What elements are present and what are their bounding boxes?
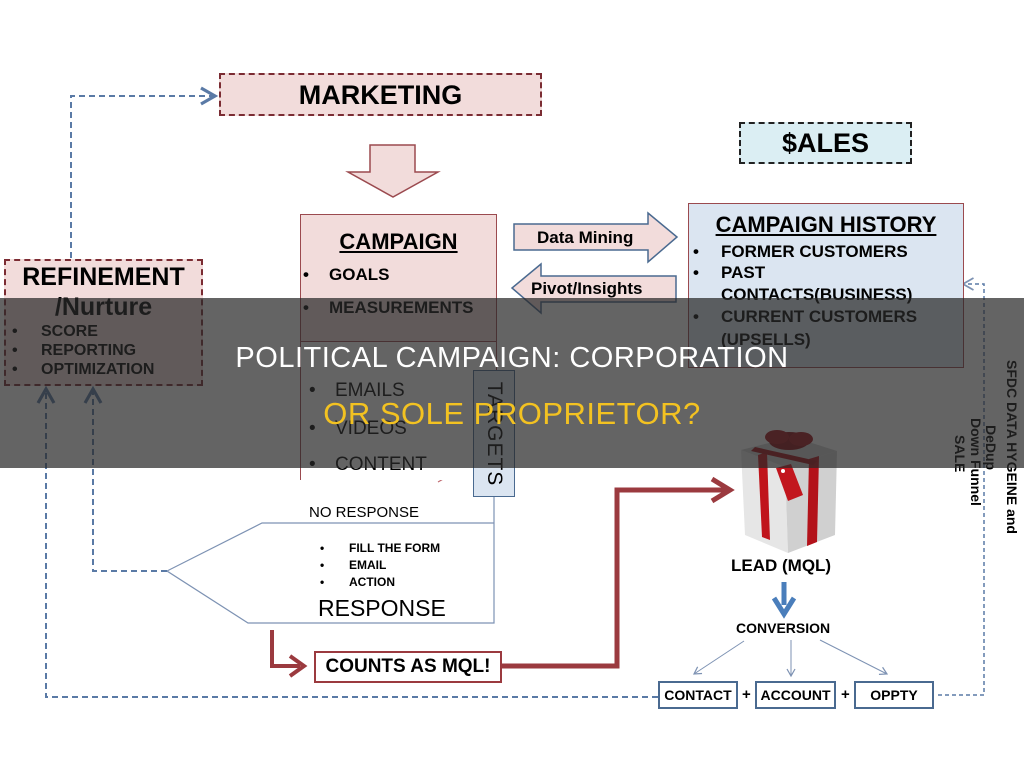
account-box: ACCOUNT [755,681,836,709]
no-response-label: NO RESPONSE [309,504,420,521]
pivot-insights-label: Pivot/Insights [531,279,643,298]
response-action: FILL THE FORM [349,541,441,555]
overlay-title-line1: POLITICAL CAMPAIGN: CORPORATION [235,342,789,374]
counts-as-mql-box: COUNTS AS MQL! [314,651,502,683]
response-label: RESPONSE [318,595,446,621]
conversion-label: CONVERSION [736,620,831,636]
overlay-title-line2: OR SOLE PROPRIETOR? [323,396,701,431]
bullet-icon: • [320,558,325,572]
bullet-icon: • [320,541,325,555]
contact-box: CONTACT [658,681,738,709]
plus-sign: + [742,686,751,703]
lead-mql-label: LEAD (MQL) [731,556,832,575]
bullet-icon: • [303,265,309,284]
refinement-title: REFINEMENT [22,263,185,291]
plus-sign: + [841,686,850,703]
marketing-box: MARKETING [219,73,542,116]
response-action: EMAIL [349,558,387,572]
bullet-icon: • [693,263,699,282]
sales-box: $ALES [739,122,912,164]
bullet-icon: • [320,575,325,589]
bullet-icon: • [693,242,699,261]
response-action: ACTION [349,575,395,589]
title-overlay: POLITICAL CAMPAIGN: CORPORATION OR SOLE … [0,298,1024,468]
campaign-item-label: GOALS [329,265,390,284]
campaign-history-title: CAMPAIGN HISTORY [715,212,937,237]
oppty-box: OPPTY [854,681,934,709]
history-item: PAST [721,263,766,282]
data-mining-label: Data Mining [537,228,634,247]
campaign-title: CAMPAIGN [339,229,458,254]
history-item: FORMER CUSTOMERS [721,242,908,261]
